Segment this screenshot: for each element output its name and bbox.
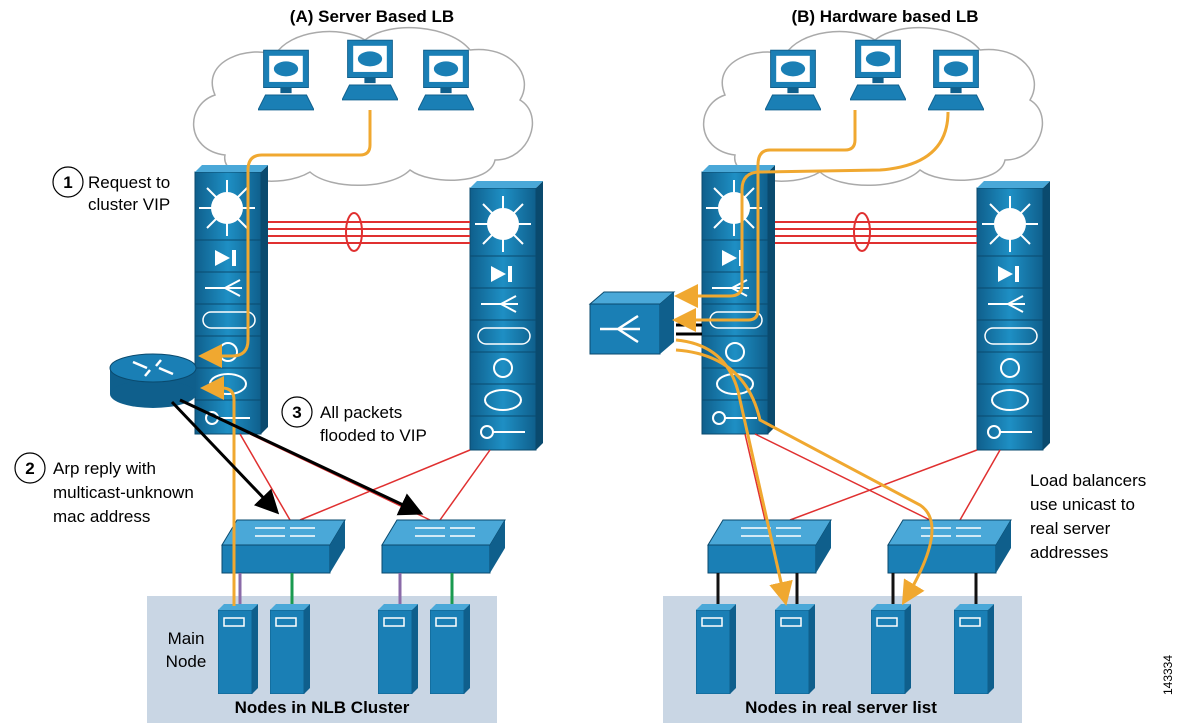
workstation-icon (258, 49, 314, 111)
lb-note: real server (1030, 519, 1111, 538)
step-text: multicast-unknown (53, 483, 194, 502)
server-icon (270, 604, 310, 694)
access-switch-a2 (381, 519, 506, 574)
flood-flow-a (200, 376, 236, 606)
unicast-flow-b2 (675, 348, 934, 606)
port-channel-b (775, 212, 977, 252)
step-number: 1 (63, 173, 72, 192)
request-flow-b2 (674, 111, 950, 308)
cluster-a-label: Nodes in NLB Cluster (235, 698, 410, 717)
arp-arrow (179, 398, 424, 516)
workstation-icon (928, 49, 984, 111)
lb-note: use unicast to (1030, 495, 1135, 514)
server-icon (218, 604, 258, 694)
step-3: 3 All packets flooded to VIP (281, 396, 427, 445)
access-switch-a1 (221, 519, 346, 574)
step-number: 2 (25, 459, 34, 478)
workstation-icon (418, 49, 474, 111)
request-flow-a (198, 110, 372, 368)
figure-id: 143334 (1161, 655, 1175, 695)
load-balancer-icon (588, 291, 676, 355)
port-channel-a (268, 212, 470, 252)
server-icon (775, 604, 815, 694)
server-icon (378, 604, 418, 694)
step-text: All packets (320, 403, 402, 422)
router-icon (109, 353, 197, 408)
step-text: Arp reply with (53, 459, 156, 478)
switch-chassis-right-a (469, 181, 543, 451)
unicast-flow-b1 (675, 338, 793, 606)
cluster-b-label: Nodes in real server list (745, 698, 937, 717)
workstation-icon (342, 39, 398, 101)
arp-arrow (170, 400, 280, 515)
main-node-label: Main (168, 629, 205, 648)
access-switch-b2 (887, 519, 1012, 574)
server-icon (871, 604, 911, 694)
server-icon (430, 604, 470, 694)
step-text: mac address (53, 507, 150, 526)
server-icon (954, 604, 994, 694)
workstation-icon (850, 39, 906, 101)
step-number: 3 (292, 403, 301, 422)
panel-a-title: (A) Server Based LB (290, 7, 454, 26)
main-node-label: Node (166, 652, 207, 671)
lb-note: Load balancers (1030, 471, 1146, 490)
step-text: cluster VIP (88, 195, 170, 214)
step-text: flooded to VIP (320, 426, 427, 445)
switch-chassis-right-b (976, 181, 1050, 451)
workstation-icon (765, 49, 821, 111)
panel-b-title: (B) Hardware based LB (791, 7, 978, 26)
step-1: 1 Request to cluster VIP (52, 166, 170, 214)
lb-note: addresses (1030, 543, 1108, 562)
uplinks-b (744, 433, 1001, 521)
step-text: Request to (88, 173, 170, 192)
server-icon (696, 604, 736, 694)
request-flow-b (672, 110, 857, 332)
step-2: 2 Arp reply with multicast-unknown mac a… (14, 452, 194, 526)
